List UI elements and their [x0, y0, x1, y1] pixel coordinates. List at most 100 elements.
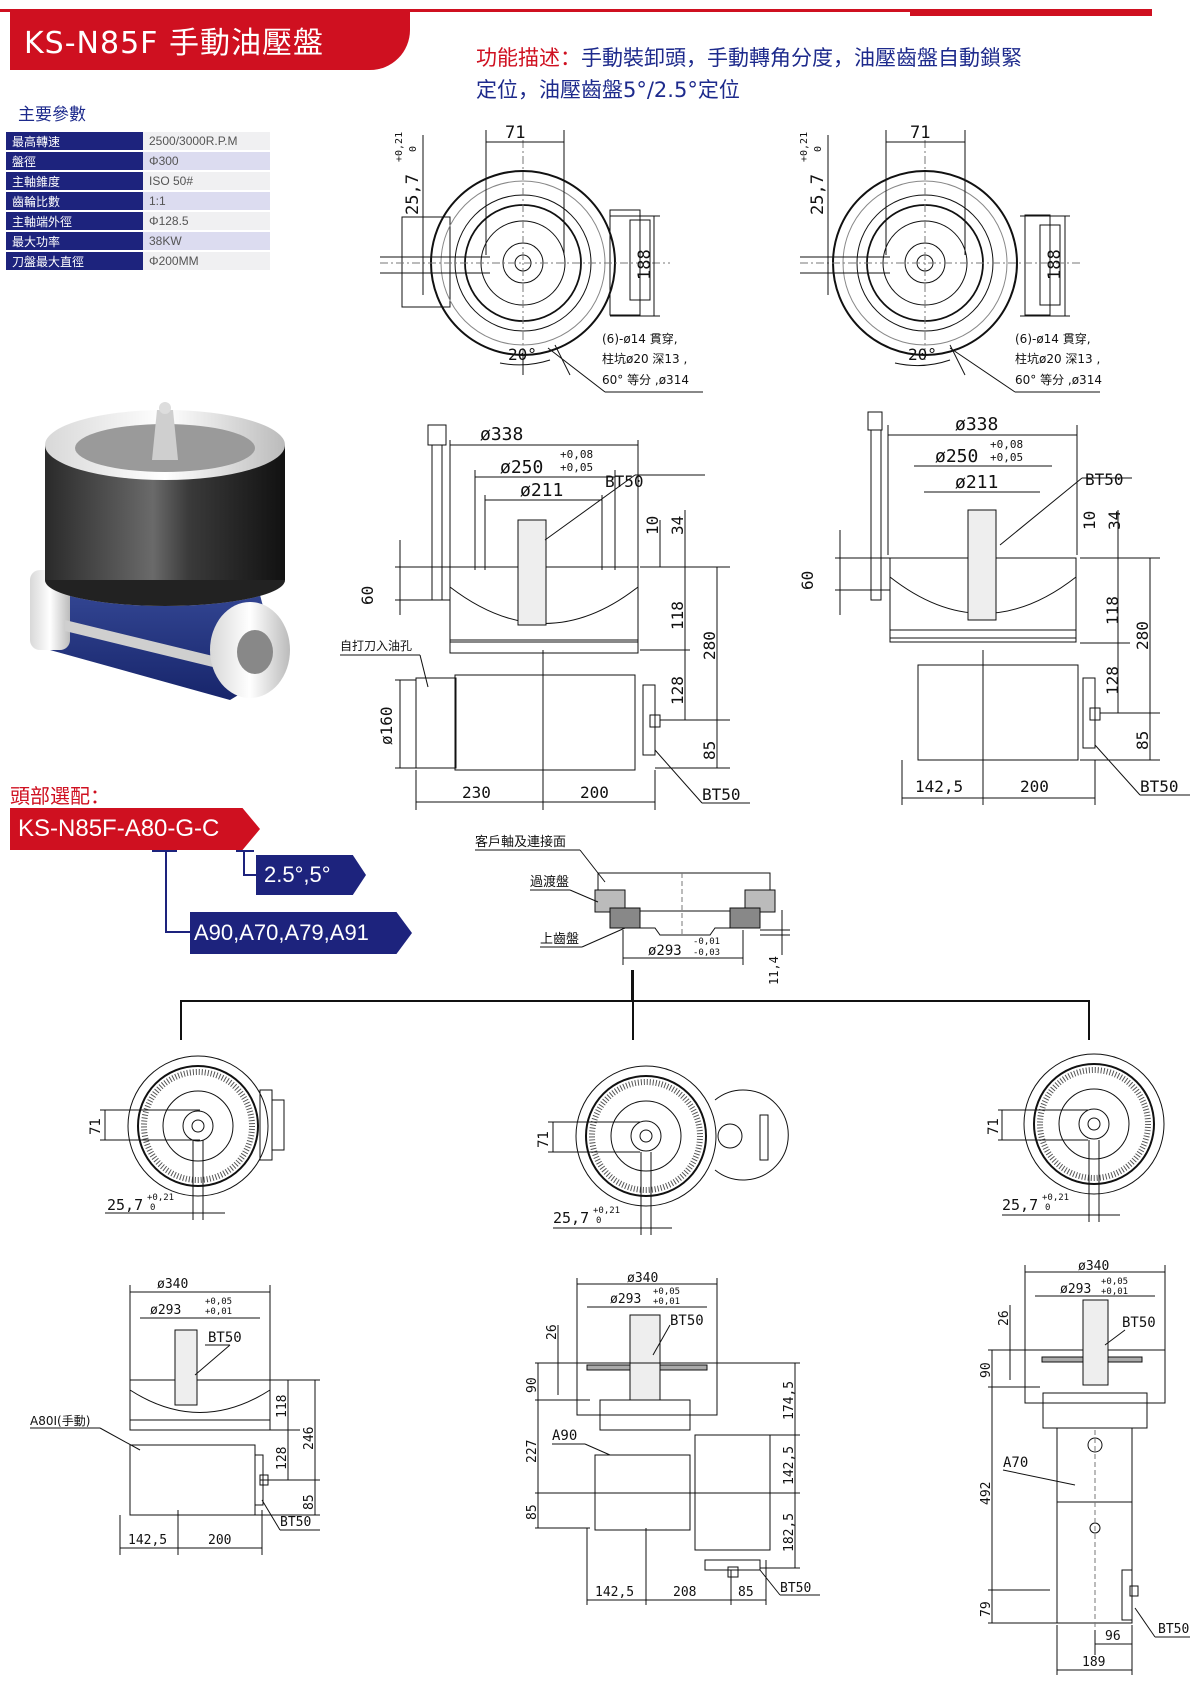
tol-25-7-upper: +0,21	[394, 132, 405, 162]
dim-128: 128	[275, 1447, 290, 1470]
tol-upper: +0,21	[147, 1193, 174, 1203]
tol-293-lower: -0,03	[693, 948, 720, 958]
hole-note-3: 60° 等分 ,ø314	[1015, 373, 1102, 387]
dim-188: 188	[1045, 249, 1065, 280]
dim-200: 200	[580, 783, 609, 802]
param-key: 主軸端外徑	[6, 212, 143, 230]
dim-d211: ø211	[520, 480, 563, 501]
dim-492: 492	[979, 1482, 994, 1505]
oil-hole-label: 自打刀入油孔	[340, 639, 412, 653]
bt50-bottom-label: BT50	[780, 1581, 811, 1596]
angle-20: 20°	[908, 345, 937, 364]
dim-189: 189	[1082, 1655, 1105, 1670]
hole-note-1: (6)-ø14 貫穿,	[602, 331, 678, 346]
dim-10: 10	[1080, 511, 1099, 530]
dim-10: 10	[643, 516, 662, 535]
dim-85: 85	[1133, 731, 1152, 750]
tree-horizontal-line	[180, 1000, 1090, 1002]
dim-118: 118	[275, 1395, 290, 1418]
dim-34: 34	[668, 516, 687, 535]
top-view-drawing-left: 71 25,7 +0,21 0 188 20° (6)-ø14 貫穿, 柱坑ø2…	[380, 123, 703, 393]
params-title: 主要參數	[18, 105, 86, 125]
param-key: 最大功率	[6, 232, 143, 250]
dim-d293: ø293	[610, 1292, 641, 1307]
page-title: KS-N85F 手動油壓盤	[24, 26, 324, 61]
dim-227: 227	[525, 1440, 540, 1463]
dim-142-5-bottom: 142,5	[595, 1585, 634, 1600]
dim-d250: ø250	[935, 446, 978, 467]
bt50-bottom-label: BT50	[702, 785, 741, 804]
side-housing	[401, 216, 451, 308]
dim-142-5: 142,5	[915, 777, 963, 796]
dim-71: 71	[505, 123, 525, 143]
dim-d340: ø340	[627, 1271, 658, 1286]
bt50-bottom-label: BT50	[1140, 777, 1179, 796]
tol-upper: +0,05	[653, 1287, 680, 1297]
dim-26: 26	[997, 1310, 1012, 1326]
customer-face-label: 客戶軸及連接面	[475, 834, 566, 850]
dim-d211: ø211	[955, 472, 998, 493]
dim-90: 90	[525, 1377, 540, 1393]
dim-d250: ø250	[500, 457, 543, 478]
hole-note-2: 柱坑ø20 深13 ,	[602, 351, 687, 366]
tol-upper: +0,05	[205, 1297, 232, 1307]
dim-128: 128	[1103, 666, 1122, 695]
function-description: 功能描述：手動裝卸頭，手動轉角分度，油壓齒盤自動鎖緊定位，油壓齒盤5°/2.5°…	[476, 42, 1036, 106]
function-label: 功能描述：	[476, 46, 581, 70]
tree-branch-left	[180, 1000, 182, 1040]
dim-d160: ø160	[377, 706, 396, 745]
head-side-view-a90: ø340 ø293 +0,05 +0,01 BT50 A90 26 90 227…	[525, 1271, 820, 1605]
interface-detail-drawing: 客戶軸及連接面 過渡盤 上齒盤 ø293 -0,01 -0,03 11,4	[475, 834, 790, 1000]
head-name-a90: A90	[552, 1428, 577, 1444]
dim-71: 71	[910, 123, 930, 143]
tol-25-7-upper: +0,21	[799, 132, 810, 162]
product-photo	[30, 402, 290, 700]
dim-85: 85	[302, 1494, 317, 1510]
tol-lower: +0,01	[205, 1307, 232, 1317]
tol-250-lower: +0,05	[990, 451, 1023, 464]
dim-142-5: 142,5	[782, 1446, 797, 1485]
dim-200: 200	[208, 1533, 231, 1548]
dim-85: 85	[525, 1504, 540, 1520]
param-value: Φ300	[143, 152, 270, 170]
angle-20: 20°	[508, 345, 537, 364]
tol-upper: +0,21	[1042, 1193, 1069, 1203]
tol-250-lower: +0,05	[560, 461, 593, 474]
dim-71: 71	[88, 1118, 104, 1135]
dim-96: 96	[1105, 1629, 1121, 1644]
param-key: 最高轉速	[6, 132, 143, 150]
dim-188: 188	[635, 249, 655, 280]
connector-line	[243, 850, 245, 875]
connector-line	[152, 850, 177, 852]
head-options-tag: A90,A70,A79,A91	[190, 912, 412, 954]
dim-79: 79	[979, 1601, 994, 1617]
dim-90: 90	[979, 1362, 994, 1378]
head-name-a80: A80I(手動)	[30, 1414, 90, 1428]
connector-line	[165, 850, 167, 932]
model-code-tag: KS-N85F-A80-G-C	[10, 808, 260, 850]
side-view-drawing-left: ø338 ø250 +0,08 +0,05 ø211 BT50 10 34 60…	[340, 424, 750, 810]
side-view-drawing-right: ø338 ø250 +0,08 +0,05 ø211 BT50 10 34 60…	[798, 411, 1190, 805]
dim-280: 280	[1133, 621, 1152, 650]
dim-d293: ø293	[150, 1303, 181, 1318]
dim-85: 85	[700, 741, 719, 760]
param-key: 主軸錐度	[6, 172, 143, 190]
angle-options-tag: 2.5°,5°	[256, 855, 366, 895]
dim-34: 34	[1105, 511, 1124, 530]
tol-lower: 0	[150, 1203, 155, 1213]
adapter-plate-label: 過渡盤	[530, 874, 569, 890]
tol-250-upper: +0,08	[990, 438, 1023, 451]
param-key: 刀盤最大直徑	[6, 252, 143, 270]
bt50-bottom-label: BT50	[280, 1515, 311, 1530]
tol-upper: +0,05	[1101, 1277, 1128, 1287]
dim-118: 118	[1103, 596, 1122, 625]
connector-line	[165, 931, 192, 933]
tol-250-upper: +0,08	[560, 448, 593, 461]
dim-25-7: 25,7	[403, 174, 423, 215]
front-view-a70: 71 25,7 +0,21 0	[986, 1053, 1165, 1222]
